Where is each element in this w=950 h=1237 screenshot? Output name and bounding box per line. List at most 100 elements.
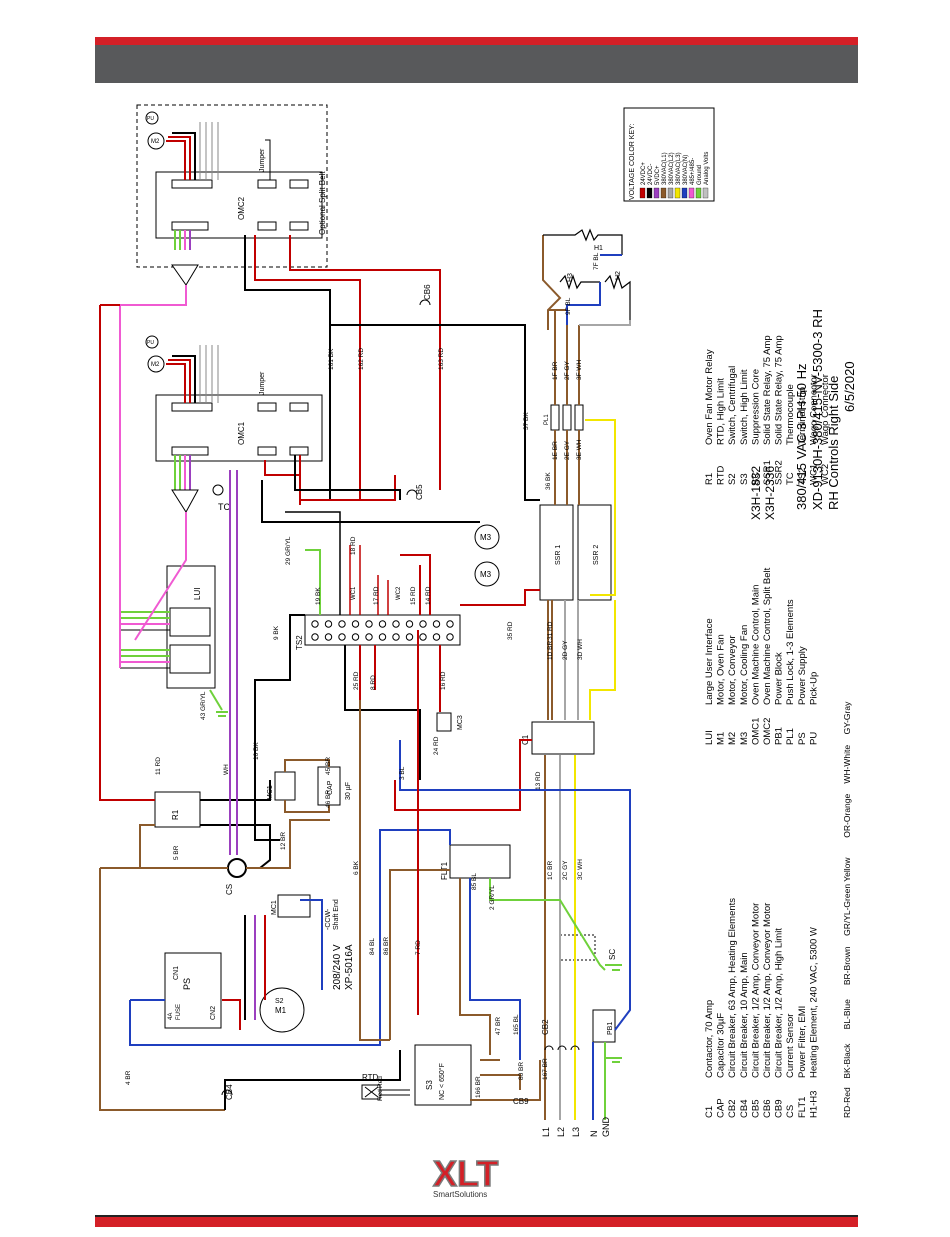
line-input-l3: L3 bbox=[571, 1127, 581, 1137]
jumper-label: Jumper bbox=[259, 371, 266, 395]
wire-label: 18 RD bbox=[350, 536, 357, 555]
color-swatch-6 bbox=[681, 187, 688, 199]
color-key-label-3: 380VAC(L1) bbox=[662, 152, 668, 185]
legend-desc-legend_col1-7: Current Sensor bbox=[785, 1014, 796, 1078]
h1-label: H1 bbox=[594, 245, 603, 252]
wire-label: 2 GR/YL bbox=[489, 885, 496, 910]
wire-label: 1F BR bbox=[552, 361, 559, 380]
legend-desc-legend_col3-3: Switch, High Limit bbox=[739, 369, 750, 445]
ps-fuse-label: FUSE bbox=[176, 1004, 182, 1020]
motor-shaft-end: Shaft End bbox=[333, 899, 340, 930]
legend-desc-legend_col1-2: Circuit Breaker, 63 Amp, Heating Element… bbox=[727, 898, 738, 1078]
wire-label: 3C WH bbox=[577, 859, 584, 880]
color-swatch-5 bbox=[674, 187, 681, 199]
legend-code-legend_col3-5: SSR1 bbox=[762, 460, 773, 485]
ts2-terminal bbox=[432, 620, 441, 628]
wire-label: 1C BR bbox=[547, 861, 554, 880]
color-key-label-1: 24VDC- bbox=[648, 164, 654, 185]
color-key-title: VOLTAGE COLOR KEY: bbox=[629, 124, 636, 200]
ts2-terminal bbox=[365, 620, 373, 628]
color-swatch-0 bbox=[639, 187, 646, 199]
legend-desc-legend_col1-9: Heating Element, 240 VAC, 5300 W bbox=[808, 927, 819, 1078]
legend-code-legend_col3-4: SC bbox=[750, 472, 761, 485]
legend-code-legend_col2-8: PS bbox=[797, 732, 808, 745]
logo-brand: XLT bbox=[433, 1153, 498, 1194]
color-swatch-8 bbox=[695, 187, 702, 199]
legend-code-legend_col3-1: RTD bbox=[716, 466, 727, 485]
legend-code-legend_col2-3: M3 bbox=[739, 732, 750, 745]
color-swatch-4 bbox=[667, 187, 674, 199]
wire-color-7: GY-Gray bbox=[842, 701, 852, 735]
wire-label: WH bbox=[223, 764, 230, 775]
ts2-terminal bbox=[419, 633, 427, 641]
h2-label: H2 bbox=[615, 271, 622, 280]
color-key-label-5: 380VAC(L3) bbox=[676, 152, 682, 185]
legend-desc-legend_col3-2: Switch, Centrifugal bbox=[727, 366, 738, 445]
ts2-terminal bbox=[419, 620, 427, 628]
legend-desc-legend_col2-4: Oven Machine Control, Main bbox=[750, 585, 761, 705]
pu-label: PU bbox=[147, 340, 154, 346]
wire-label: 7F BL bbox=[593, 252, 600, 270]
wire-color-2: BL-Blue bbox=[842, 999, 852, 1030]
wire-label: 3F WH bbox=[576, 359, 583, 380]
legend-desc-legend_col2-6: Power Block bbox=[774, 652, 785, 705]
voltage-color-key: VOLTAGE COLOR KEY: 24VDC+24VDC-5VDC+380V… bbox=[623, 107, 715, 202]
legend-code-legend_col2-0: LUI bbox=[704, 730, 715, 745]
m3-label-1: M3 bbox=[480, 533, 492, 542]
legend-code-legend_col1-2: CB2 bbox=[727, 1100, 738, 1118]
wire-label: 35 RD bbox=[507, 621, 514, 640]
ts2-label: TS2 bbox=[295, 635, 304, 650]
tc-label: TC bbox=[218, 502, 230, 512]
ts2-terminal bbox=[446, 620, 454, 628]
wire-label: 9 BK bbox=[273, 625, 280, 640]
wire-label: 8 RD bbox=[370, 675, 377, 690]
wire-color-5: OR-Orange bbox=[842, 793, 852, 837]
wire-label: 31 RD bbox=[547, 621, 554, 640]
pb1-label: PB1 bbox=[607, 1022, 614, 1035]
wire-label: 166 BR bbox=[475, 1076, 482, 1098]
wire-label: 46 BR bbox=[325, 790, 332, 808]
ps-power-supply: PS CN2 CN1 FUSE 4A bbox=[164, 952, 222, 1029]
wire-label: Red bbox=[377, 1076, 384, 1088]
m1-label: M1 bbox=[275, 1006, 287, 1015]
s2-label: S2 bbox=[275, 998, 284, 1005]
wire-label: Red bbox=[377, 1089, 384, 1101]
wire-label: 12 BR bbox=[280, 832, 287, 850]
voltage-rating: 380/415 VAC 3 PH 50 Hz bbox=[794, 364, 809, 510]
wire-label: 85 BL bbox=[471, 873, 478, 890]
wire-label: 84 BL bbox=[369, 938, 376, 955]
color-key-label-4: 380VAC(L2) bbox=[669, 152, 675, 185]
legend-code-legend_col1-0: C1 bbox=[704, 1106, 715, 1118]
pl1-label: PL1 bbox=[544, 414, 550, 425]
lui-label: LUI bbox=[193, 588, 202, 600]
m2-label: M2 bbox=[151, 362, 160, 368]
legend-desc-legend_col1-1: Capacitor 30µF bbox=[716, 1013, 727, 1078]
wire-color-3: BR-Brown bbox=[842, 946, 852, 985]
wire-label: 45 BR bbox=[325, 757, 332, 775]
ts2-terminal bbox=[365, 633, 373, 641]
wire-color-1: BK-Black bbox=[842, 1043, 852, 1079]
wire-label: 6 BK bbox=[353, 860, 360, 875]
wire-label: 2C GY bbox=[562, 860, 569, 880]
jumper-label-top: Jumper bbox=[259, 148, 266, 172]
ts2-terminal bbox=[405, 633, 414, 641]
legend-code-legend_col1-6: CB9 bbox=[774, 1100, 785, 1118]
ts2-terminal bbox=[351, 620, 360, 628]
legend-desc-legend_col2-0: Large User Interface bbox=[704, 618, 715, 705]
title-block-2: 380/415 VAC 3 PH 50 Hz XD-9130H-380/415-… bbox=[794, 309, 857, 510]
wire-label: 19 BK bbox=[315, 587, 322, 605]
wire-label: 1E BR bbox=[552, 441, 559, 460]
ts2-terminal bbox=[392, 620, 400, 628]
ts2-terminal bbox=[446, 633, 454, 641]
cb6-label: CB6 bbox=[423, 284, 432, 300]
wire-color-4: GR/YL-Green Yellow bbox=[842, 857, 852, 936]
m3-label-2: M3 bbox=[480, 570, 492, 579]
m2-label-top: M2 bbox=[151, 139, 160, 145]
legend-code-legend_col2-6: PB1 bbox=[774, 727, 785, 745]
m1-oven-fan-motor: M1 S2 MC1 208/240 V XP-5016A -CCW- Shaft… bbox=[244, 894, 355, 1033]
color-key-label-7: 485+/485- bbox=[690, 158, 696, 185]
legend-desc-legend_col1-4: Circuit Breaker, 1/2 Amp, Conveyor Motor bbox=[750, 903, 761, 1078]
